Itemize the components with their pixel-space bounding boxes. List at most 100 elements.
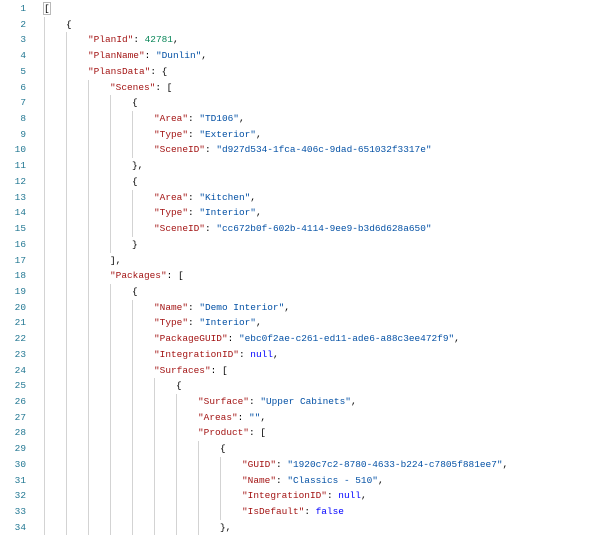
json-string: "Kitchen" — [199, 191, 251, 203]
indent-guide — [88, 504, 89, 520]
indent-guide — [88, 441, 89, 457]
indent-guide — [110, 488, 111, 504]
indent-guide — [66, 378, 67, 394]
indent-guide — [220, 504, 221, 520]
code-line[interactable]: 21"Type": "Interior", — [0, 315, 602, 332]
json-punctuation: : [ — [166, 270, 184, 282]
json-string: "Exterior" — [199, 128, 256, 140]
json-key: "Packages" — [110, 270, 167, 282]
code-line[interactable]: 27"Areas": "", — [0, 409, 602, 426]
json-string: "ebc0f2ae-c261-ed11-ade6-a88c3ee472f9" — [238, 333, 455, 345]
code-line[interactable]: 7{ — [0, 95, 602, 112]
code-line[interactable]: 16} — [0, 236, 602, 253]
code-line[interactable]: 1[ — [0, 1, 602, 17]
code-line[interactable]: 13"Area": "Kitchen", — [0, 189, 602, 206]
code-line[interactable]: 14"Type": "Interior", — [0, 205, 602, 222]
indent-guide — [44, 425, 45, 442]
indent-guide — [110, 378, 111, 394]
code-text: "PackageGUID": "ebc0f2ae-c261-ed11-ade6-… — [154, 331, 460, 347]
indent-guide — [66, 173, 67, 190]
indent-guide — [110, 173, 111, 190]
code-line[interactable]: 11}, — [0, 158, 602, 174]
code-line[interactable]: 19{ — [0, 283, 602, 300]
code-line[interactable]: 3 "PlanId": 42781, — [0, 32, 602, 49]
json-key: "IsDefault" — [242, 506, 305, 517]
line-number: 24 — [14, 364, 26, 376]
indent-guide — [88, 488, 89, 504]
indent-guide — [110, 221, 111, 237]
indent-guide — [88, 79, 89, 96]
code-line[interactable]: 6"Scenes": [ — [0, 79, 602, 96]
json-punctuation: : — [133, 34, 145, 46]
code-line[interactable]: 26"Surface": "Upper Cabinets", — [0, 393, 602, 410]
json-punctuation: : — [204, 223, 217, 235]
code-line[interactable]: 29{ — [0, 441, 602, 457]
code-text: { — [132, 174, 138, 190]
code-line[interactable]: 15"SceneID": "cc672b0f-602b-4114-9ee9-b3… — [0, 221, 602, 237]
line-number: 27 — [14, 411, 26, 423]
code-line[interactable]: 4"PlanName": "Dunlin", — [0, 48, 602, 64]
code-line[interactable]: 5"PlansData": { — [0, 63, 602, 80]
indent-guide — [44, 111, 45, 127]
indent-guide — [132, 519, 133, 535]
indent-guide — [44, 315, 45, 332]
code-line[interactable]: 24"Surfaces": [ — [0, 362, 602, 379]
code-line[interactable]: 9"Type": "Exterior", — [0, 126, 602, 143]
code-text: "PlanId": 42781, — [88, 32, 179, 48]
indent-guide — [66, 79, 67, 96]
indent-guide — [44, 441, 45, 457]
code-line[interactable]: 31"Name": "Classics - 510", — [0, 472, 602, 489]
json-punctuation: , — [255, 317, 262, 329]
code-line[interactable]: 34}, — [0, 519, 602, 535]
code-line[interactable]: 8"Area": "TD106", — [0, 111, 602, 127]
line-number: 4 — [20, 50, 26, 62]
code-text: "Packages": [ — [110, 268, 184, 284]
json-punctuation: ], — [110, 254, 122, 266]
json-punctuation: , — [377, 474, 384, 486]
indent-guide — [44, 393, 45, 410]
json-keyword: null — [338, 490, 361, 502]
indent-guide — [88, 331, 89, 347]
code-line[interactable]: 10"SceneID": "d927d534-1fca-406c-9dad-65… — [0, 142, 602, 159]
code-line[interactable]: 33"IsDefault": false — [0, 504, 602, 520]
code-text: "PlansData": { — [88, 64, 167, 80]
indent-guide — [154, 488, 155, 504]
code-line[interactable]: 12{ — [0, 173, 602, 190]
indent-guide — [110, 519, 111, 535]
json-keyword: false — [315, 506, 344, 517]
code-text: } — [132, 237, 138, 253]
json-punctuation: , — [272, 348, 279, 360]
indent-guide — [110, 409, 111, 426]
json-punctuation: : — [227, 333, 239, 345]
indent-guide — [88, 409, 89, 426]
json-key: "PackageGUID" — [154, 333, 228, 345]
indent-guide — [176, 409, 177, 426]
code-line[interactable]: 25{ — [0, 378, 602, 394]
code-line[interactable]: 18"Packages": [ — [0, 268, 602, 284]
code-line[interactable]: 32"IntegrationID": null, — [0, 488, 602, 504]
json-punctuation: { — [132, 175, 138, 187]
code-line[interactable]: 20"Name": "Demo Interior", — [0, 299, 602, 316]
indent-guide — [154, 456, 155, 473]
code-line[interactable]: 23"IntegrationID": null, — [0, 346, 602, 363]
indent-guide — [66, 189, 67, 206]
code-line[interactable]: 2{ — [0, 16, 602, 33]
code-line[interactable]: 17], — [0, 252, 602, 269]
indent-guide — [44, 189, 45, 206]
indent-guide — [88, 173, 89, 190]
code-line[interactable]: 28"Product": [ — [0, 425, 602, 442]
json-string: "TD106" — [199, 113, 239, 125]
line-number: 13 — [14, 191, 26, 203]
code-line[interactable]: 30"GUID": "1920c7c2-8780-4633-b224-c7805… — [0, 456, 602, 473]
indent-guide — [88, 205, 89, 222]
indent-guide — [44, 16, 45, 33]
indent-guide — [44, 519, 45, 535]
json-punctuation: }, — [220, 521, 232, 533]
line-number: 3 — [20, 34, 26, 46]
indent-guide — [154, 425, 155, 442]
code-line[interactable]: 22"PackageGUID": "ebc0f2ae-c261-ed11-ade… — [0, 331, 602, 347]
json-key: "Name" — [154, 301, 188, 313]
indent-guide — [132, 504, 133, 520]
indent-guide — [110, 158, 111, 174]
